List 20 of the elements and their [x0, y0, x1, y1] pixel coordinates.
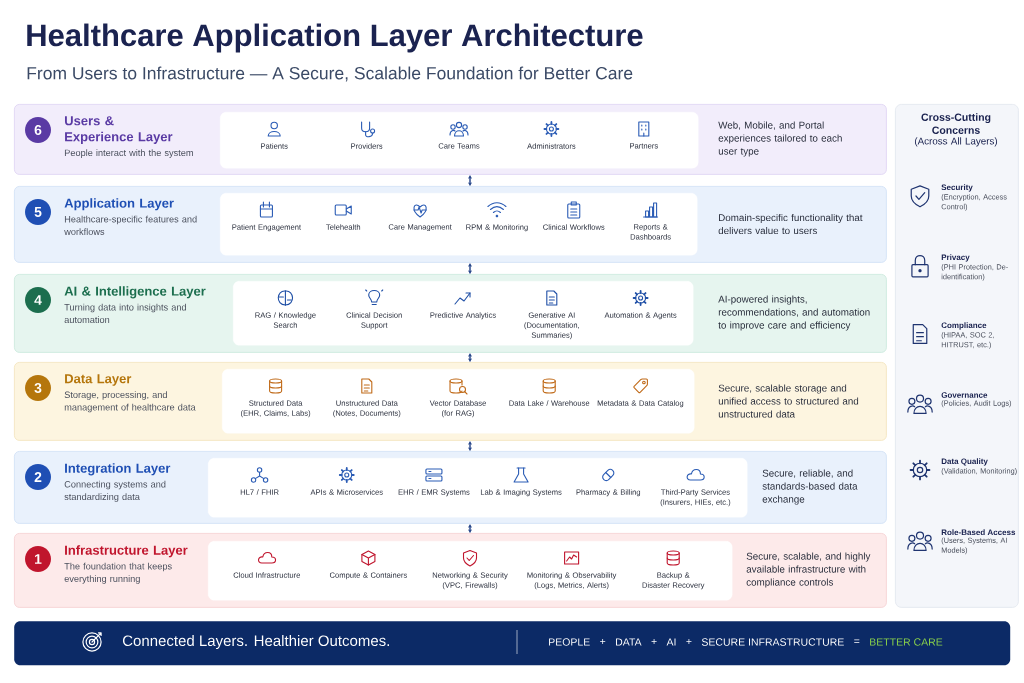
concern-heading: Governance: [941, 392, 988, 398]
double-arrow: [468, 353, 472, 362]
subtitle: From Users to Infrastructure — A Secure, Scalable Foundation for Better Care: [27, 66, 633, 82]
concern-heading: Compliance: [941, 322, 987, 330]
item-panel: [222, 369, 695, 434]
concern-heading: Role-Based Access: [941, 529, 1016, 536]
item-panel: [233, 281, 694, 346]
double-arrow: [468, 524, 472, 533]
item-panel: [220, 193, 698, 256]
item-panel: [220, 112, 699, 169]
double-arrow: [468, 441, 472, 451]
double-arrow: [468, 175, 472, 186]
double-arrow: [468, 263, 472, 274]
item-panel: [208, 541, 733, 601]
concern-heading: Data Quality: [941, 458, 988, 466]
footer-banner: Connected Layers. Healthier Outcomes. PEOPLE + DATA + AI + SECURE INFRASTRUCTURE = BETTER CARE: [14, 621, 1011, 666]
item-panel: [208, 458, 748, 518]
title: Healthcare Application Layer Architecture: [27, 23, 643, 53]
concern-heading: Security: [941, 184, 973, 192]
concern-heading: Privacy: [941, 254, 970, 262]
